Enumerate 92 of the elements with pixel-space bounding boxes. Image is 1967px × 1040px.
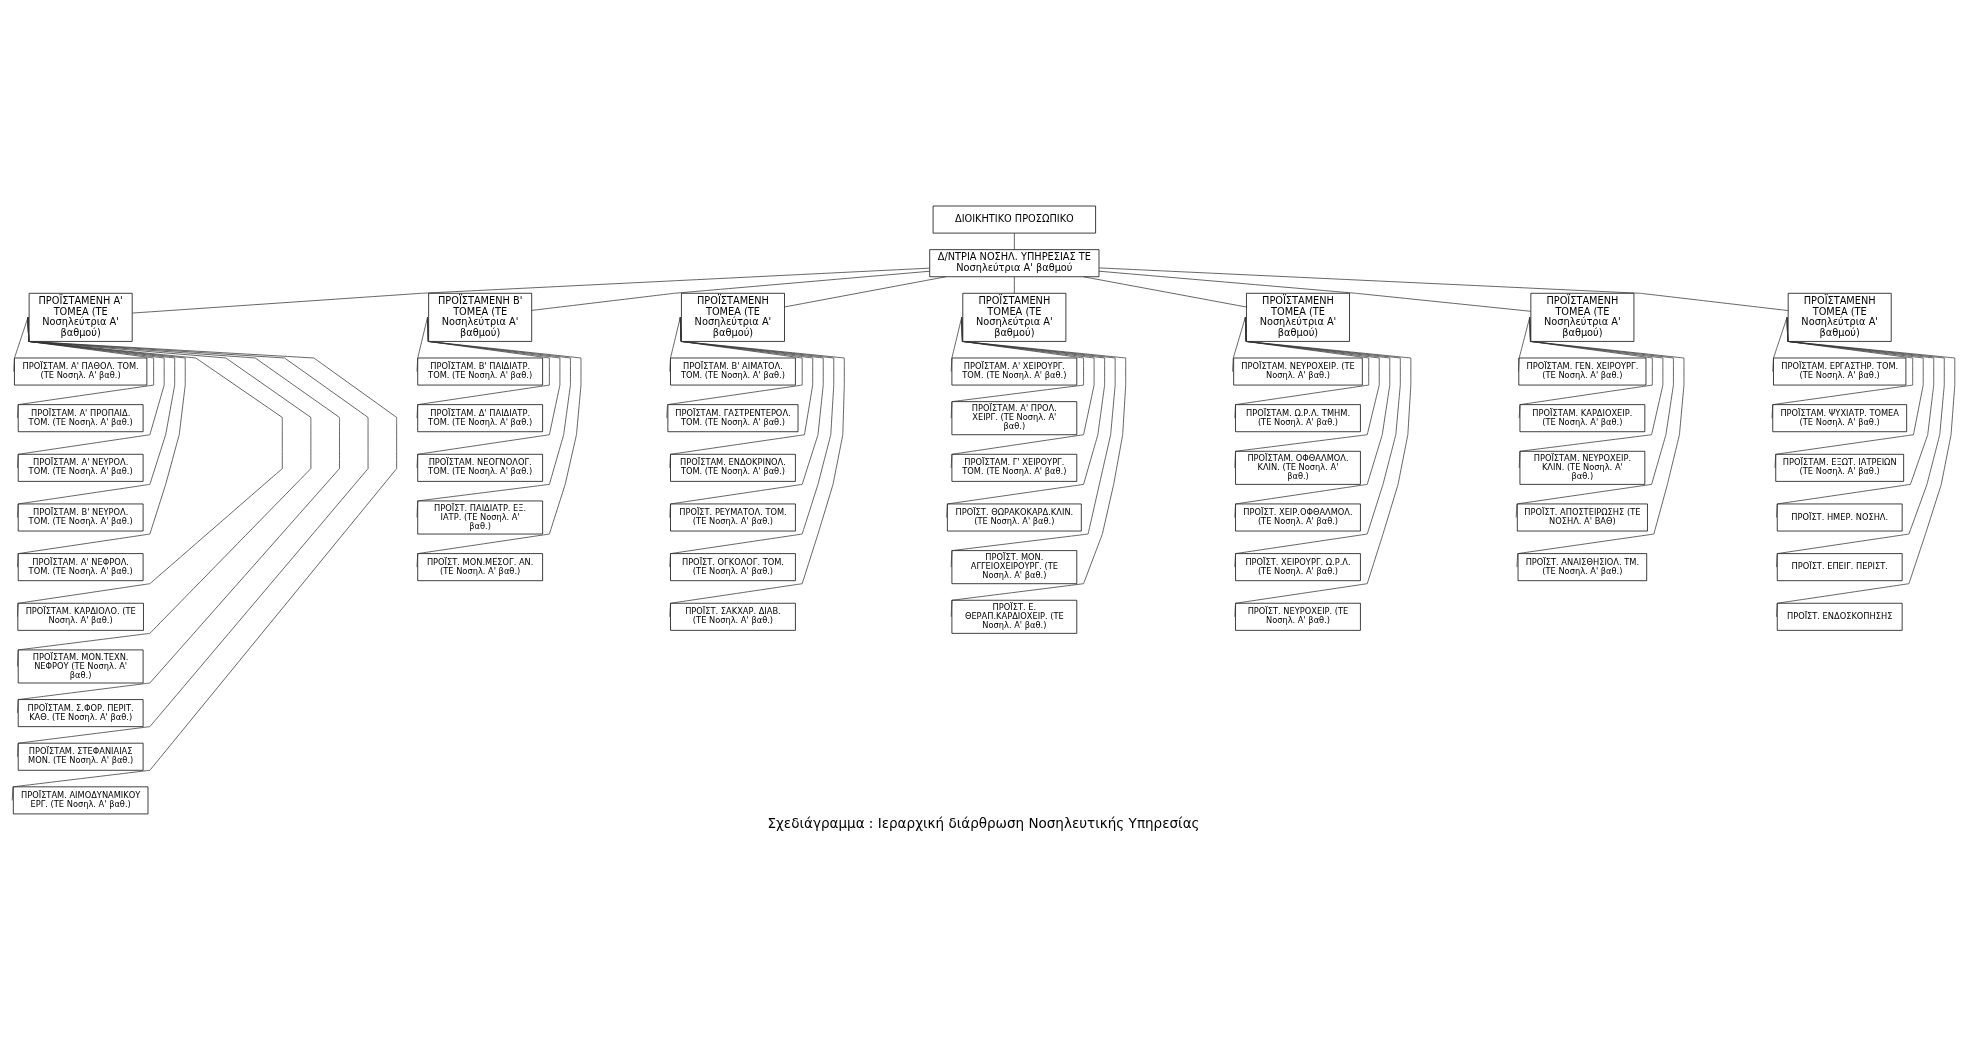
node-box: ΠΡΟΪΣΤΑΜ. Σ.ΦΟΡ. ΠΕΡΙΤ. ΚΑΘ. (ΤΕ Νοσηλ. Α' βαθ.) <box>17 698 144 727</box>
node-box: ΠΡΟΪΣΤΑΜ. ΝΕΟΓΝΟΛΟΓ. ΤΟΜ. (ΤΕ Νοσηλ. Α' βαθ.) <box>417 453 543 482</box>
node-box: ΠΡΟΪΣΤ. ΧΕΙΡ.ΟΦΘΑΛΜΟΛ. (ΤΕ Νοσηλ. Α' βαθ.) <box>1235 503 1361 531</box>
node-box: ΠΡΟΪΣΤΑΜ. ΕΡΓΑΣΤΗΡ. ΤΟΜ. (ΤΕ Νοσηλ. Α' βαθ.) <box>1773 357 1907 385</box>
node-box: ΠΡΟΪΣΤ. ΜΟΝ.ΜΕΣΟΓ. ΑΝ. (ΤΕ Νοσηλ. Α' βαθ.) <box>417 552 543 581</box>
connector <box>1234 316 1380 468</box>
node-box: ΠΡΟΪΣΤΑΜ. ΨΥΧΙΑΤΡ. ΤΟΜΕΑ (ΤΕ Νοσηλ. Α' βαθ.) <box>1772 403 1908 432</box>
node-box: ΠΡΟΪΣΤ. ΣΑΚΧΑΡ. ΔΙΑΒ. (ΤΕ Νοσηλ. Α' βαθ.) <box>670 602 796 631</box>
node-box: ΠΡΟΪΣΤ. ΠΑΙΔΙΑΤΡ. ΕΞ. ΙΑΤΡ. (ΤΕ Νοσηλ. Α' βαθ.) <box>417 500 543 534</box>
connector <box>669 316 814 468</box>
connector <box>1098 270 1532 312</box>
connector <box>11 316 398 801</box>
node-box: ΠΡΟΪΣΤΑΜ. ΚΑΡΔΙΟΧΕΙΡ. (ΤΕ Νοσηλ. Α' βαθ.) <box>1519 403 1646 432</box>
connector <box>416 316 550 419</box>
connector <box>132 267 930 313</box>
connector <box>1776 316 1956 617</box>
connector <box>1083 275 1247 307</box>
connector <box>1516 316 1685 568</box>
node-box: ΠΡΟΪΣΤΑΜ. ΓΕΝ. ΧΕΙΡΟΥΡΓ. (ΤΕ Νοσηλ. Α' βαθ.) <box>1518 357 1647 385</box>
node-box: ΠΡΟΪΣΤΑΜ. Ω.Ρ.Λ. ΤΜΗΜ. (ΤΕ Νοσηλ. Α' βαθ.) <box>1235 403 1361 432</box>
connector <box>669 316 681 372</box>
node-box: ΠΡΟΪΣΤΑΜ. ΣΤΕΦΑΝΙΑΙΑΣ ΜΟΝ. (ΤΕ Νοσηλ. Α' βαθ.) <box>17 742 144 771</box>
node-box: ΠΡΟΪΣΤΑΜΕΝΗ ΤΟΜΕΑ (ΤΕ Νοσηλεύτρια Α' βαθμού) <box>681 292 785 342</box>
connector <box>1013 276 1015 294</box>
node-box: ΠΡΟΪΣΤΑΜΕΝΗ Α' ΤΟΜΕΑ (ΤΕ Νοσηλεύτρια Α' βαθμού) <box>28 292 133 342</box>
connector <box>669 316 835 568</box>
node-box: ΠΡΟΪΣΤ. ΑΝΑΙΣΘΗΣΙΟΛ. ΤΜ. (ΤΕ Νοσηλ. Α' βαθ.) <box>1517 552 1648 581</box>
node-box: ΠΡΟΪΣΤ. ΡΕΥΜΑΤΟΛ. ΤΟΜ. (ΤΕ Νοσηλ. Α' βαθ.) <box>670 503 796 531</box>
node-box: ΠΡΟΪΣΤ. ΑΠΟΣΤΕΙΡΩΣΗΣ (ΤΕ ΝΟΣΗΛ. Α' ΒΑΘ) <box>1516 503 1648 531</box>
connector <box>1098 267 1789 311</box>
node-box: ΠΡΟΪΣΤΑΜ. Δ' ΠΑΙΔΙΑΤΡ. ΤΟΜ. (ΤΕ Νοσηλ. Α' βαθ.) <box>417 403 543 432</box>
connector <box>1234 316 1391 518</box>
node-box: ΠΡΟΪΣΤ. ΧΕΙΡΟΥΡΓ. Ω.Ρ.Λ. (ΤΕ Νοσηλ. Α' βαθ.) <box>1235 552 1361 581</box>
connector <box>946 316 1105 518</box>
node-box: ΠΡΟΪΣΤΑΜΕΝΗ ΤΟΜΕΑ (ΤΕ Νοσηλεύτρια Α' βαθμού) <box>962 292 1067 342</box>
caption: Σχεδιάγραμμα : Ιεραρχική διάρθρωση Νοσηλευτικής Υπηρεσίας <box>767 814 1200 831</box>
connector <box>1234 316 1370 419</box>
connector <box>416 316 582 568</box>
connector <box>950 316 1084 419</box>
connector <box>950 316 1127 617</box>
node-box: ΠΡΟΪΣΤΑΜ. Β' ΑΙΜΑΤΟΛ. ΤΟΜ. (ΤΕ Νοσηλ. Α' βαθ.) <box>670 357 796 385</box>
node-box: ΔΙΟΙΚΗΤΙΚΟ ΠΡΟΣΩΠΙΚΟ <box>932 205 1096 233</box>
node-box: ΠΡΟΪΣΤΑΜ. ΓΑΣΤΡΕΝΤΕΡΟΛ. ΤΟΜ. (ΤΕ Νοσηλ. Α' βαθ.) <box>667 403 799 432</box>
node-box: ΠΡΟΪΣΤΑΜΕΝΗ ΤΟΜΕΑ (ΤΕ Νοσηλεύτρια Α' βαθμού) <box>1246 292 1350 342</box>
node-box: ΠΡΟΪΣΤΑΜ. Α' ΠΡΟΠΑΙΔ. ΤΟΜ. (ΤΕ Νοσηλ. Α' βαθ.) <box>17 403 144 432</box>
connector <box>950 316 1116 568</box>
node-box: ΠΡΟΪΣΤΑΜ. ΑΙΜΟΔΥΝΑΜΙΚΟΥ ΕΡΓ. (ΤΕ Νοσηλ. Α' βαθ.) <box>12 785 149 814</box>
node-box: ΠΡΟΪΣΤ. Ε. ΘΕΡΑΠ.ΚΑΡΔΙΟΧΕΙΡ. (ΤΕ Νοσηλ. Α' βαθ.) <box>951 599 1078 634</box>
node-box: ΠΡΟΪΣΤΑΜ. Β' ΠΑΙΔΙΑΤΡ. ΤΟΜ. (ΤΕ Νοσηλ. Α' βαθ.) <box>417 357 543 385</box>
connector <box>1013 232 1015 250</box>
node-box: ΠΡΟΪΣΤΑΜΕΝΗ ΤΟΜΕΑ (ΤΕ Νοσηλεύτρια Α' βαθμού) <box>1530 292 1635 342</box>
node-box: ΠΡΟΪΣΤΑΜ. Β' ΝΕΥΡΟΛ. ΤΟΜ. (ΤΕ Νοσηλ. Α' βαθ.) <box>17 503 144 531</box>
node-box: ΠΡΟΪΣΤ. ΗΜΕΡ. ΝΟΣΗΛ. <box>1776 503 1903 531</box>
connector <box>669 316 845 617</box>
node-box: ΠΡΟΪΣΤΑΜ. ΝΕΥΡΟΧΕΙΡ. ΚΛΙΝ. (ΤΕ Νοσηλ. Α' βαθ.) <box>1519 450 1646 485</box>
node-box: ΠΡΟΪΣΤΑΜ. Α' ΠΡΟΛ. ΧΕΙΡΓ. (ΤΕ Νοσηλ. Α' βαθ.) <box>951 400 1078 435</box>
node-box: ΠΡΟΪΣΤΑΜΕΝΗ ΤΟΜΕΑ (ΤΕ Νοσηλεύτρια Α' βαθμού) <box>1787 292 1892 342</box>
node-box: ΠΡΟΪΣΤΑΜ. ΕΞΩΤ. ΙΑΤΡΕΙΩΝ (ΤΕ Νοσηλ. Α' βαθ.) <box>1775 453 1905 482</box>
connector <box>416 316 561 468</box>
node-box: ΠΡΟΪΣΤΑΜ. ΝΕΥΡΟΧΕΙΡ. (ΤΕ Νοσηλ. Α' βαθ.) <box>1233 357 1363 385</box>
connector <box>1518 316 1664 468</box>
node-box: ΠΡΟΪΣΤΑΜ. Γ' ΧΕΙΡΟΥΡΓ. ΤΟΜ. (ΤΕ Νοσηλ. Α' βαθ.) <box>951 453 1078 482</box>
connector <box>1518 316 1653 419</box>
connector <box>669 316 824 518</box>
connector <box>1234 316 1412 617</box>
node-box: ΠΡΟΪΣΤΑΜ. Α' ΧΕΙΡΟΥΡΓ. ΤΟΜ. (ΤΕ Νοσηλ. Α' βαθ.) <box>951 357 1078 385</box>
connector <box>950 316 1095 468</box>
connector <box>1515 316 1674 518</box>
connector <box>666 316 803 419</box>
node-box: ΠΡΟΪΣΤΑΜ. Α' ΠΑΘΟΛ. ΤΟΜ. (ΤΕ Νοσηλ. Α' βαθ.) <box>14 357 148 385</box>
node-box: ΠΡΟΪΣΤΑΜ. Α' ΝΕΥΡΟΛ. ΤΟΜ. (ΤΕ Νοσηλ. Α' βαθ.) <box>17 453 144 482</box>
connector <box>531 270 930 311</box>
connector <box>784 275 947 307</box>
node-box: ΠΡΟΪΣΤΑΜ. Α' ΝΕΦΡΟΛ. ΤΟΜ. (ΤΕ Νοσηλ. Α' βαθ.) <box>17 552 144 581</box>
node-box: ΠΡΟΪΣΤ. ΟΓΚΟΛΟΓ. ΤΟΜ. (ΤΕ Νοσηλ. Α' βαθ.) <box>670 552 796 581</box>
connector <box>1234 316 1401 568</box>
node-box: ΠΡΟΪΣΤ. ΝΕΥΡΟΧΕΙΡ. (ΤΕ Νοσηλ. Α' βαθ.) <box>1235 602 1361 631</box>
node-box: Δ/ΝΤΡΙΑ ΝΟΣΗΛ. ΥΠΗΡΕΣΙΑΣ ΤΕ Νοσηλεύτρια Α' βαθμού <box>929 248 1100 277</box>
node-box: ΠΡΟΪΣΤ. ΕΝΔΟΣΚΟΠΗΣΗΣ <box>1776 602 1903 631</box>
node-box: ΠΡΟΪΣΤ. ΜΟΝ. ΑΓΓΕΙΟΧΕΙΡΟΥΡΓ. (ΤΕ Νοσηλ. Α' βαθ.) <box>951 549 1078 584</box>
node-box: ΠΡΟΪΣΤΑΜ. ΚΑΡΔΙΟΛΟ. (ΤΕ Νοσηλ. Α' βαθ.) <box>17 602 144 631</box>
node-box: ΠΡΟΪΣΤΑΜ. ΕΝΔΟΚΡΙΝΟΛ. ΤΟΜ. (ΤΕ Νοσηλ. Α' βαθ.) <box>670 453 796 482</box>
connector <box>1232 316 1246 372</box>
node-box: ΠΡΟΪΣΤ. ΘΩΡΑΚΟΚΑΡΔ.ΚΛΙΝ. (ΤΕ Νοσηλ. Α' βαθ.) <box>947 503 1082 531</box>
connector <box>416 316 571 518</box>
node-box: ΠΡΟΪΣΤ. ΕΠΕΙΓ. ΠΕΡΙΣΤ. <box>1776 552 1903 581</box>
node-box: ΠΡΟΪΣΤΑΜΕΝΗ Β' ΤΟΜΕΑ (ΤΕ Νοσηλεύτρια Α' βαθμού) <box>428 292 533 342</box>
node-box: ΠΡΟΪΣΤΑΜ. ΟΦΘΑΛΜΟΛ. ΚΛΙΝ. (ΤΕ Νοσηλ. Α' βαθ.) <box>1235 450 1361 485</box>
connector <box>416 316 428 372</box>
node-box: ΠΡΟΪΣΤΑΜ. ΜΟΝ.ΤΕΧΝ. ΝΕΦΡΟΥ (ΤΕ Νοσηλ. Α' βαθ.) <box>17 649 144 683</box>
connector <box>950 316 963 372</box>
connector <box>1518 316 1531 372</box>
